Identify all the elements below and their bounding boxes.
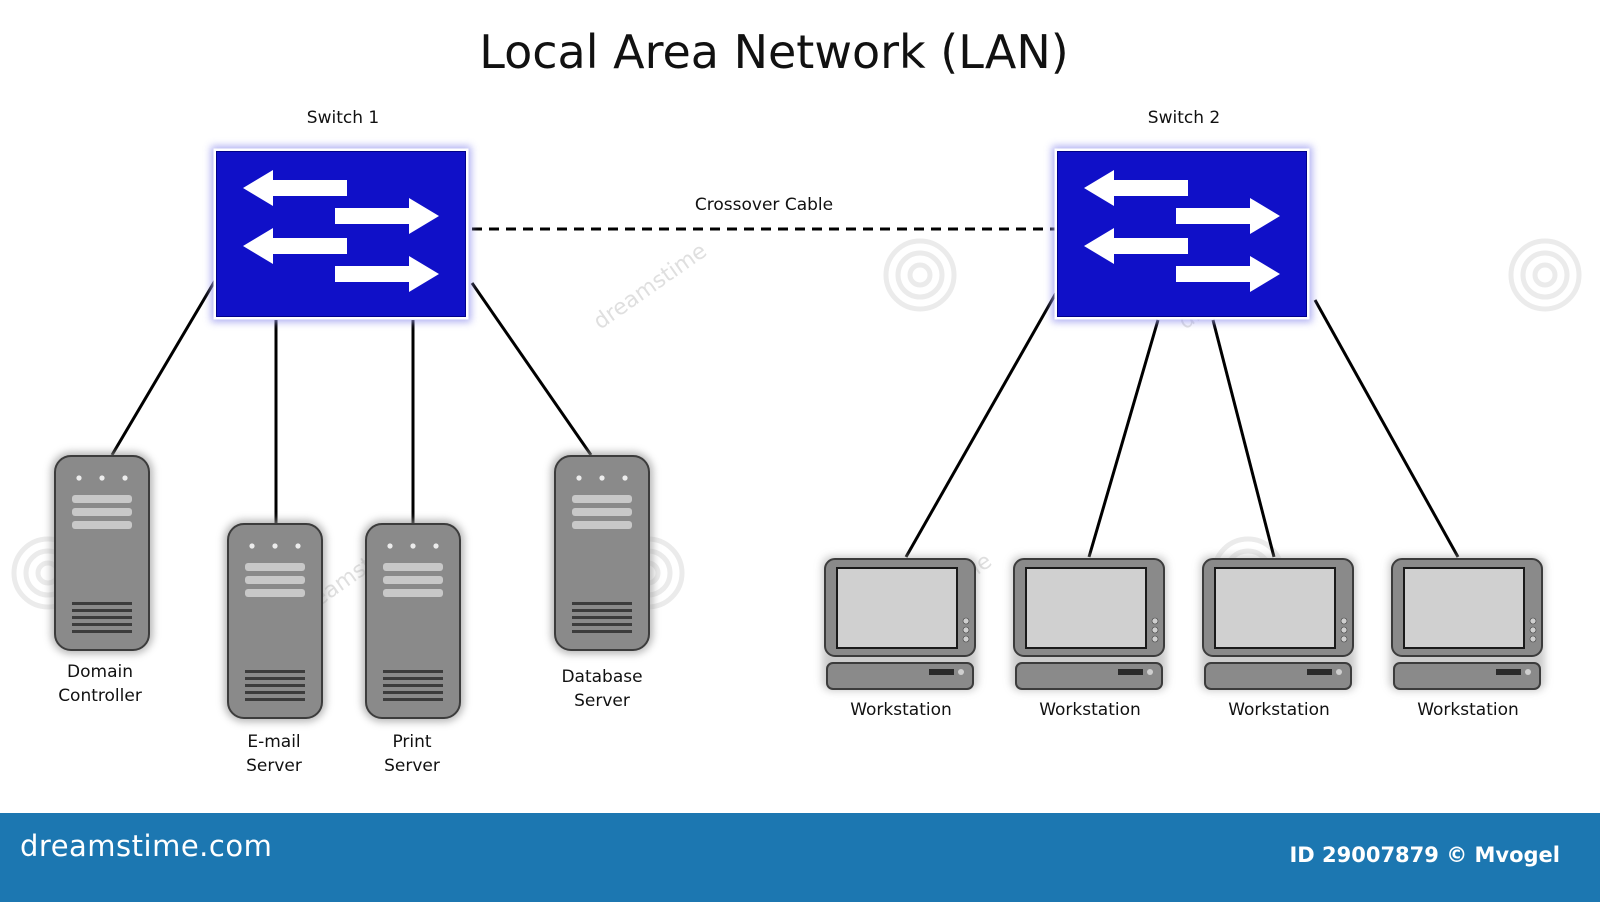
- workstation-3-label: Workstation: [1228, 700, 1330, 720]
- switch-2-connections: [904, 292, 1460, 558]
- footer-brand: dreamstime.com: [20, 829, 273, 863]
- domain-controller-server: [51, 452, 153, 654]
- watermark-text: dreamstime: [589, 239, 712, 335]
- print-server: [362, 520, 464, 722]
- switch-2-label: Switch 2: [1148, 108, 1220, 128]
- footer-bar: dreamstime.com ID 29007879 © Mvogel: [0, 813, 1600, 902]
- domain-controller-label-line2: Controller: [58, 686, 142, 706]
- workstation-4: [1389, 556, 1545, 691]
- workstation-2: [1011, 556, 1167, 691]
- footer-credit: ID 29007879 © Mvogel: [1289, 843, 1560, 867]
- crossover-cable-label: Crossover Cable: [695, 195, 833, 215]
- workstation-2-label: Workstation: [1039, 700, 1141, 720]
- lan-diagram: dreamstime dreamstime dreamstime dreamst…: [0, 25, 1600, 776]
- database-server: [551, 452, 653, 654]
- print-server-label-line1: Print: [392, 732, 431, 752]
- switch-1-connections: [110, 278, 593, 523]
- workstation-1-label: Workstation: [850, 700, 952, 720]
- email-server: [224, 520, 326, 722]
- switch-1: [211, 146, 471, 322]
- database-server-label-line1: Database: [561, 667, 642, 687]
- switch-2: [1052, 146, 1312, 322]
- domain-controller-label-line1: Domain: [67, 662, 133, 682]
- workstation-4-label: Workstation: [1417, 700, 1519, 720]
- email-server-label-line1: E-mail: [247, 732, 300, 752]
- database-server-label-line2: Server: [574, 691, 630, 711]
- workstation-3: [1200, 556, 1356, 691]
- switch-1-label: Switch 1: [307, 108, 379, 128]
- email-server-label-line2: Server: [246, 756, 302, 776]
- print-server-label-line2: Server: [384, 756, 440, 776]
- workstation-1: [822, 556, 978, 691]
- diagram-title: Local Area Network (LAN): [479, 25, 1068, 79]
